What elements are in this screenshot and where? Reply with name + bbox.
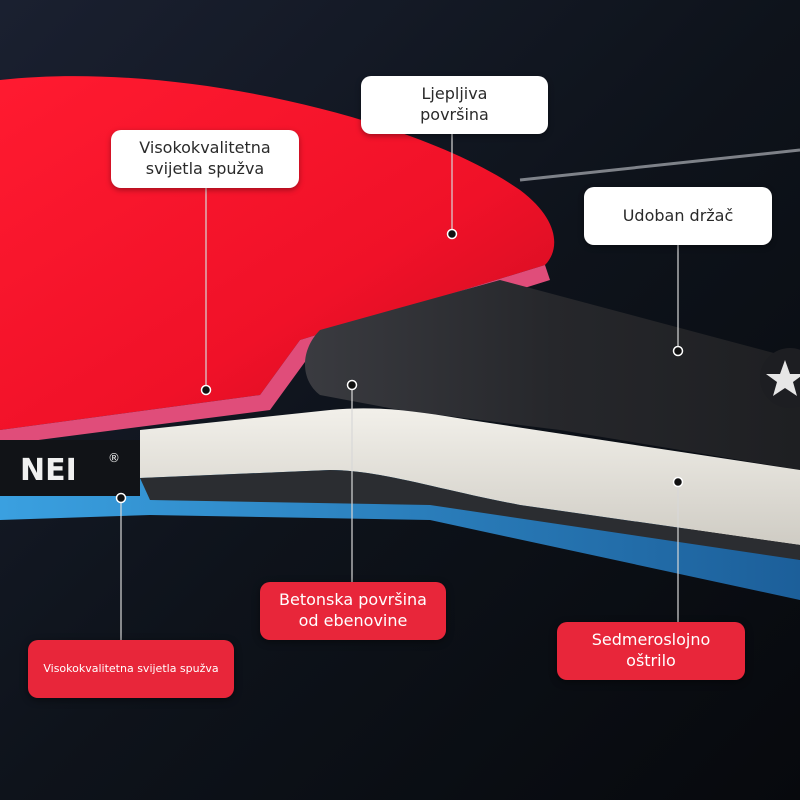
callout-label: Udoban držač	[622, 205, 734, 225]
callout-label: Visokokvalitetna svijetla spužva	[43, 661, 219, 675]
blade-ply-white	[140, 408, 800, 545]
anchor-dot	[200, 384, 212, 396]
table-line	[519, 148, 800, 182]
callout-label: Ljepljiva površina	[420, 84, 489, 124]
callout-label: Visokokvalitetna svijetla spužva	[139, 138, 271, 178]
callout-light-sponge-small: Visokokvalitetna svijetla spužva	[28, 640, 234, 698]
callout-ebony-surface: Betonska površina od ebenovine	[260, 582, 446, 640]
callout-sticky-surface: Ljepljiva površina	[361, 76, 548, 134]
brand-logo: NEI	[20, 453, 77, 488]
callout-label: Betonska površina od ebenovine	[279, 590, 427, 630]
callout-light-sponge: Visokokvalitetna svijetla spužva	[111, 130, 299, 188]
blade-ply-dark	[140, 470, 800, 560]
anchor-dot	[115, 492, 127, 504]
anchor-dot	[346, 379, 358, 391]
registered-mark: ®	[108, 451, 120, 465]
handle-top	[305, 280, 800, 470]
anchor-dot	[672, 476, 684, 488]
brand-label-bg	[0, 440, 140, 496]
callout-comfortable-grip: Udoban držač	[584, 187, 772, 245]
callout-label: Sedmeroslojno oštrilo	[591, 630, 711, 670]
anchor-dot	[446, 228, 458, 240]
callout-seven-layer-blade: Sedmeroslojno oštrilo	[557, 622, 745, 680]
anchor-dot	[672, 345, 684, 357]
star-icon	[766, 360, 800, 396]
